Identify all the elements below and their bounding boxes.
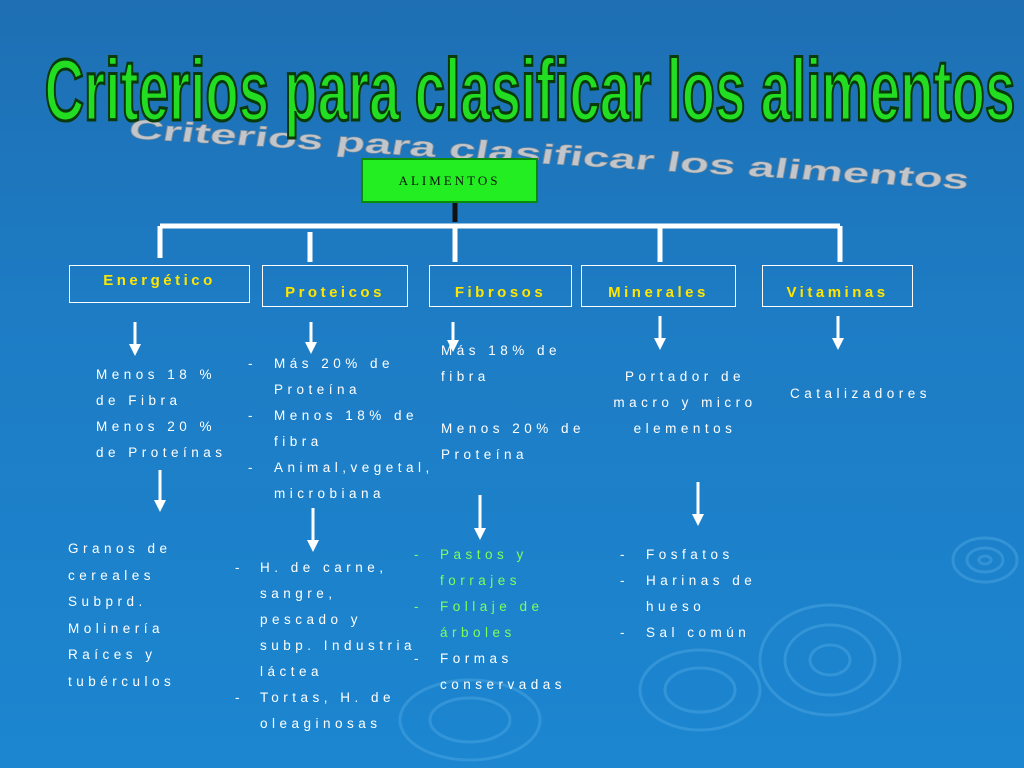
category-box-fibrosos: Fibrosos bbox=[429, 265, 572, 307]
bullet-dash: - bbox=[414, 599, 423, 614]
description-line: Catalizadores bbox=[790, 386, 932, 401]
description-line: de Proteínas bbox=[96, 445, 227, 460]
description-line: de Fibra bbox=[96, 393, 182, 408]
examples-minerales: - Fosfatos - Harinas de hueso - Sal comú… bbox=[620, 542, 756, 646]
title-wordart: Criterios para clasificar los alimentos … bbox=[0, 0, 1024, 200]
description-line: fibra bbox=[274, 434, 323, 449]
description-line: Animal,vegetal, bbox=[274, 460, 434, 475]
example-line: Pastos y bbox=[440, 547, 528, 562]
description-line: macro y micro bbox=[613, 395, 757, 410]
category-label: Proteicos bbox=[285, 283, 385, 301]
description-line: Más 18% de bbox=[441, 343, 562, 358]
root-box-alimentos: ALIMENTOS bbox=[361, 158, 538, 203]
bullet-dash: - bbox=[620, 573, 629, 588]
examples-energetico: Granos de cereales Subprd. Molinería Raí… bbox=[68, 536, 175, 695]
example-line: subp. Industria bbox=[260, 638, 417, 653]
description-line: Portador de bbox=[624, 369, 746, 384]
bullet-dash: - bbox=[248, 460, 257, 475]
example-line: hueso bbox=[646, 599, 706, 614]
category-box-energetico: Energético bbox=[69, 265, 250, 303]
description-vitaminas: Catalizadores bbox=[790, 381, 931, 407]
bullet-dash: - bbox=[620, 547, 629, 562]
example-line: oleaginosas bbox=[260, 716, 382, 731]
bullet-dash: - bbox=[620, 625, 629, 640]
category-label: Minerales bbox=[608, 283, 709, 301]
example-line: Tortas, H. de bbox=[260, 690, 396, 705]
root-label: ALIMENTOS bbox=[398, 172, 501, 188]
title-text: Criterios para clasificar los alimentos bbox=[45, 42, 1016, 139]
example-line: árboles bbox=[440, 625, 516, 640]
example-line: Molinería bbox=[68, 620, 165, 636]
example-line: Harinas de bbox=[646, 573, 757, 588]
description-proteicos: - Más 20% de Proteína - Menos 18% de fib… bbox=[248, 351, 434, 507]
category-box-minerales: Minerales bbox=[581, 265, 736, 307]
description-line bbox=[441, 390, 585, 416]
description-line: Menos 18% de bbox=[274, 408, 419, 423]
example-line: Subprd. bbox=[68, 594, 147, 609]
description-line: fibra bbox=[441, 369, 490, 384]
category-box-proteicos: Proteicos bbox=[262, 265, 408, 307]
example-line: Raíces y bbox=[68, 647, 157, 662]
category-label: Vitaminas bbox=[786, 283, 889, 301]
bullet-dash: - bbox=[235, 560, 244, 575]
description-line: Más 20% de bbox=[274, 356, 395, 371]
description-line: Menos 20% de bbox=[441, 421, 586, 436]
example-line: Follaje de bbox=[440, 599, 544, 614]
example-line: cereales bbox=[68, 567, 156, 583]
description-line: elementos bbox=[633, 421, 737, 436]
example-line: pescado y bbox=[260, 612, 363, 627]
examples-fibrosos: - Pastos y forrajes - Follaje de árboles… bbox=[414, 542, 566, 698]
category-box-vitaminas: Vitaminas bbox=[762, 265, 913, 307]
bullet-dash: - bbox=[414, 651, 423, 666]
example-line: Sal común bbox=[646, 625, 751, 640]
description-line: Menos 18 % bbox=[96, 367, 217, 382]
description-minerales: Portador de macro y micro elementos bbox=[605, 364, 765, 442]
bullet-dash: - bbox=[248, 408, 257, 423]
example-line: sangre, bbox=[260, 586, 337, 601]
description-energetico: Menos 18 % de Fibra Menos 20 % de Proteí… bbox=[96, 362, 227, 466]
example-line: láctea bbox=[260, 664, 324, 679]
description-line: Proteína bbox=[441, 447, 529, 462]
examples-proteicos: - H. de carne, sangre, pescado y subp. I… bbox=[235, 555, 416, 737]
bullet-dash: - bbox=[414, 547, 423, 562]
example-line: Fosfatos bbox=[646, 547, 734, 562]
example-line: Granos de bbox=[68, 541, 172, 556]
description-fibrosos: Más 18% de fibra Menos 20% de Proteína bbox=[441, 338, 585, 468]
example-line: Formas bbox=[440, 651, 513, 666]
example-line: conservadas bbox=[440, 677, 567, 692]
example-line: tubérculos bbox=[68, 673, 176, 689]
example-line: H. de carne, bbox=[260, 560, 388, 575]
description-line: Menos 20 % bbox=[96, 419, 217, 434]
description-line: Proteína bbox=[274, 382, 362, 397]
example-line: forrajes bbox=[440, 573, 522, 588]
category-label: Energético bbox=[103, 271, 216, 289]
bullet-dash: - bbox=[235, 690, 244, 705]
category-label: Fibrosos bbox=[454, 283, 547, 301]
description-line: microbiana bbox=[274, 486, 386, 501]
bullet-dash: - bbox=[248, 356, 257, 371]
